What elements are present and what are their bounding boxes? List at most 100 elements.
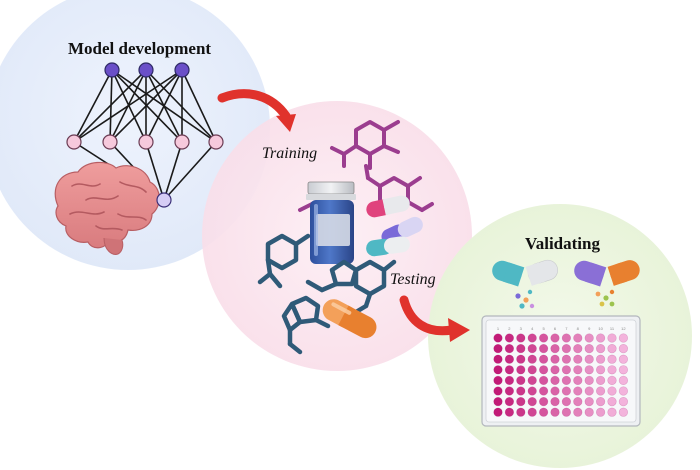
plate-column-number: 6 — [554, 326, 557, 331]
plate-well — [584, 407, 594, 417]
network-edges — [73, 69, 217, 201]
plate-well — [595, 344, 606, 354]
plate-well — [516, 407, 526, 417]
plate-well — [516, 386, 526, 396]
plate-well — [595, 397, 606, 407]
plate-well — [584, 397, 594, 407]
output-node — [156, 192, 172, 208]
plate-well — [561, 375, 572, 386]
pill-bottle-icon — [306, 181, 356, 264]
plate-column-number: 4 — [531, 326, 534, 331]
plate-well — [538, 386, 549, 396]
plate-well — [516, 375, 526, 386]
plate-well — [504, 375, 515, 386]
plate-well — [538, 407, 549, 417]
plate-well — [538, 397, 549, 407]
plate-well — [584, 354, 594, 364]
training-label: Training — [262, 145, 317, 162]
plate-well — [504, 354, 515, 364]
plate-well — [573, 375, 583, 386]
plate-well — [607, 375, 617, 386]
plate-well — [493, 354, 503, 364]
plate-well — [527, 365, 537, 375]
plate-well — [493, 375, 503, 386]
plate-well — [493, 344, 503, 354]
hidden-node — [174, 134, 190, 150]
plate-well — [573, 386, 583, 396]
hidden-node — [66, 134, 82, 150]
plate-well — [538, 333, 549, 343]
plate-well — [504, 344, 515, 354]
arrow-to-validating-icon — [399, 295, 470, 342]
plate-well — [550, 375, 560, 386]
plate-well — [516, 354, 526, 364]
plate-well — [550, 386, 560, 396]
plate-well — [493, 397, 503, 407]
plate-well — [550, 354, 560, 364]
plate-column-number: 2 — [508, 326, 511, 331]
plate-well — [618, 354, 629, 364]
plate-well — [595, 375, 606, 386]
plate-well — [527, 375, 537, 386]
plate-well — [550, 365, 560, 375]
plate-well — [561, 365, 572, 375]
plate-well — [607, 407, 617, 417]
plate-well — [561, 407, 572, 417]
molecule-purple-icon — [330, 120, 400, 170]
model-development-label: Model development — [68, 39, 211, 58]
plate-well — [584, 386, 594, 396]
plate-well — [516, 344, 526, 354]
plate-well — [618, 386, 629, 396]
input-node — [104, 62, 120, 78]
molecule-blue-icon — [281, 295, 331, 355]
capsule-teal-icon — [366, 236, 410, 257]
plate-well — [595, 354, 606, 364]
plate-well — [607, 354, 617, 364]
brain-icon — [54, 161, 160, 255]
plate-well — [595, 386, 606, 396]
plate-well — [550, 397, 560, 407]
plate-well — [573, 344, 583, 354]
plate-column-number: 11 — [610, 326, 615, 331]
input-node — [138, 62, 154, 78]
plate-well — [493, 365, 503, 375]
plate-column-number: 9 — [588, 326, 591, 331]
capsule-open-teal-icon — [492, 259, 559, 309]
plate-well — [573, 354, 583, 364]
plate-well — [561, 344, 572, 354]
plate-well — [550, 407, 560, 417]
arrow-to-training-icon — [217, 89, 296, 132]
plate-well — [573, 365, 583, 375]
plate-well — [573, 407, 583, 417]
plate-well — [561, 333, 572, 343]
plate-well — [550, 333, 560, 343]
plate-well — [538, 344, 549, 354]
capsule-pink-icon — [366, 195, 410, 218]
plate-well — [595, 407, 606, 417]
plate-well — [516, 365, 526, 375]
plate-well — [584, 333, 594, 343]
plate-well — [527, 344, 537, 354]
input-node — [174, 62, 190, 78]
plate-well — [573, 397, 583, 407]
plate-well — [516, 333, 526, 343]
plate-column-number: 1 — [497, 326, 500, 331]
plate-well — [493, 407, 503, 417]
plate-well — [527, 386, 537, 396]
plate-well — [595, 365, 606, 375]
validating-label: Validating — [525, 234, 600, 253]
plate-well — [538, 365, 549, 375]
plate-well — [618, 365, 629, 375]
plate-column-number: 8 — [577, 326, 580, 331]
plate-well — [607, 397, 617, 407]
plate-column-number: 5 — [542, 326, 545, 331]
plate-well — [607, 333, 617, 343]
plate-column-number: 3 — [520, 326, 523, 331]
plate-well — [607, 344, 617, 354]
plate-well — [550, 344, 560, 354]
plate-well — [618, 407, 629, 417]
plate-well — [538, 375, 549, 386]
plate-well — [504, 365, 515, 375]
plate-well — [584, 375, 594, 386]
plate-well — [504, 386, 515, 396]
